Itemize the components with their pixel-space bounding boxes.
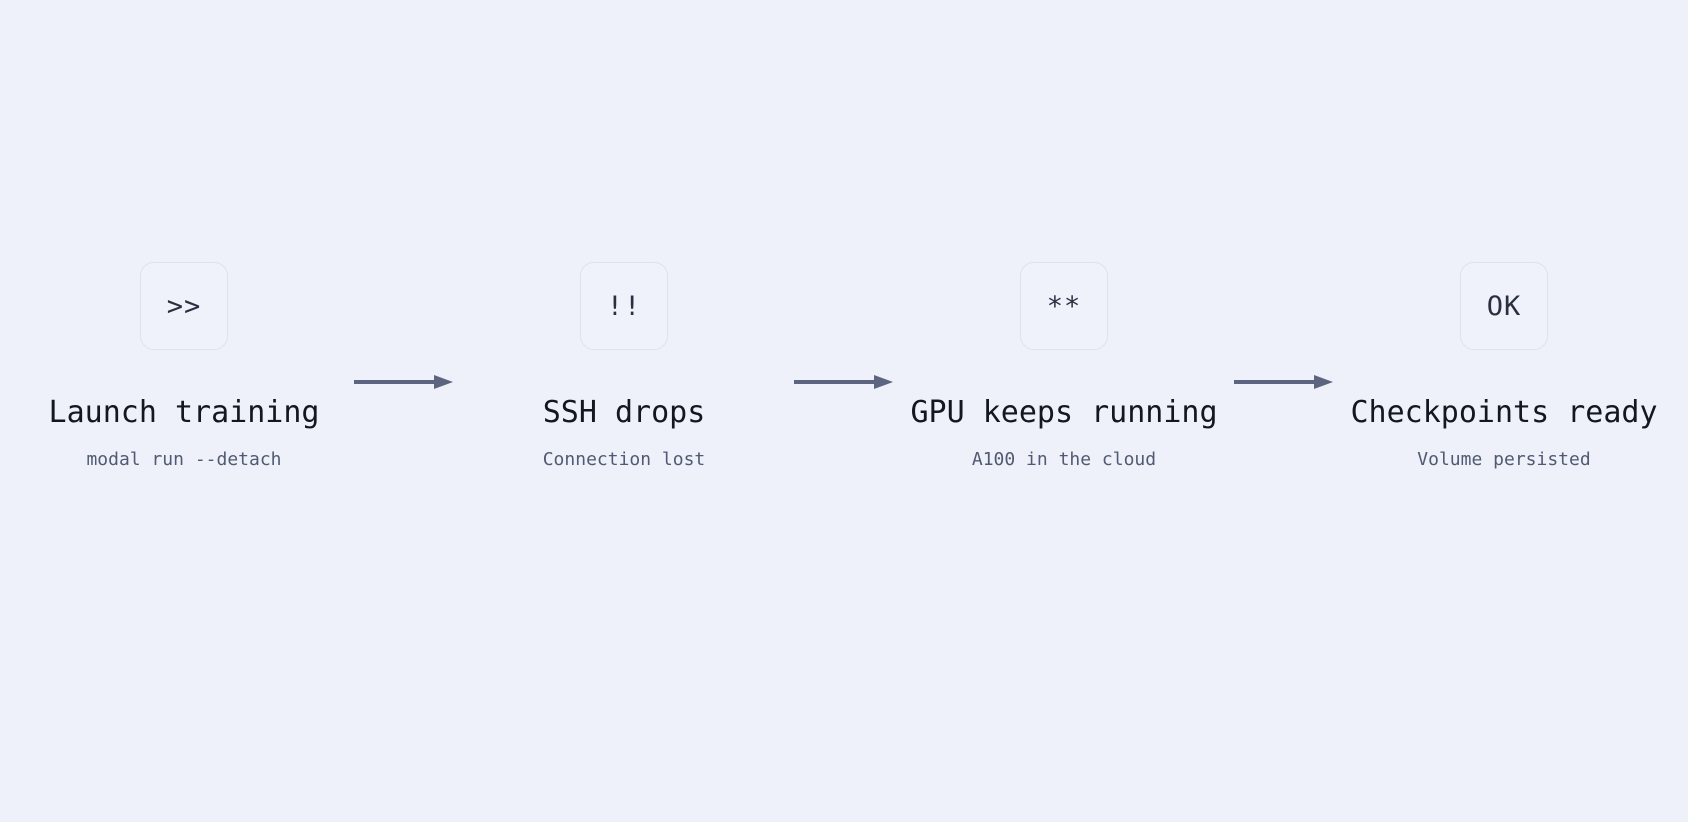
- arrow-right-icon: [1234, 375, 1333, 389]
- step-1-subtitle: modal run --detach: [86, 448, 282, 470]
- arrow-right-icon: [794, 375, 893, 389]
- step-2-title: SSH drops: [542, 395, 706, 430]
- step-3-subtitle: A100 in the cloud: [971, 448, 1157, 470]
- arrow-step3-to-step4: [1230, 262, 1338, 392]
- flow-step-4: OK Checkpoints ready Volume persisted: [1338, 262, 1670, 469]
- flow-step-2: !! SSH drops Connection lost: [458, 262, 790, 469]
- step-4-icon-box: OK: [1460, 262, 1548, 350]
- arrow-right-icon: [354, 375, 453, 389]
- step-1-title: Launch training: [48, 395, 320, 430]
- double-chevron-right-icon: >>: [166, 290, 202, 322]
- step-4-subtitle: Volume persisted: [1417, 448, 1591, 470]
- step-3-icon-box: **: [1020, 262, 1108, 350]
- double-exclamation-icon: !!: [606, 290, 642, 322]
- arrow-step2-to-step3: [790, 262, 898, 392]
- ok-status-icon: OK: [1486, 290, 1522, 322]
- double-asterisk-icon: **: [1046, 290, 1082, 322]
- step-3-title: GPU keeps running: [910, 395, 1218, 430]
- flow-step-1: >> Launch training modal run --detach: [18, 262, 350, 469]
- flow-step-3: ** GPU keeps running A100 in the cloud: [898, 262, 1230, 469]
- step-1-icon-box: >>: [140, 262, 228, 350]
- flow-steps-row: >> Launch training modal run --detach !!…: [0, 262, 1688, 469]
- step-2-icon-box: !!: [580, 262, 668, 350]
- arrow-step1-to-step2: [350, 262, 458, 392]
- step-2-subtitle: Connection lost: [542, 448, 706, 470]
- step-4-title: Checkpoints ready: [1350, 395, 1658, 430]
